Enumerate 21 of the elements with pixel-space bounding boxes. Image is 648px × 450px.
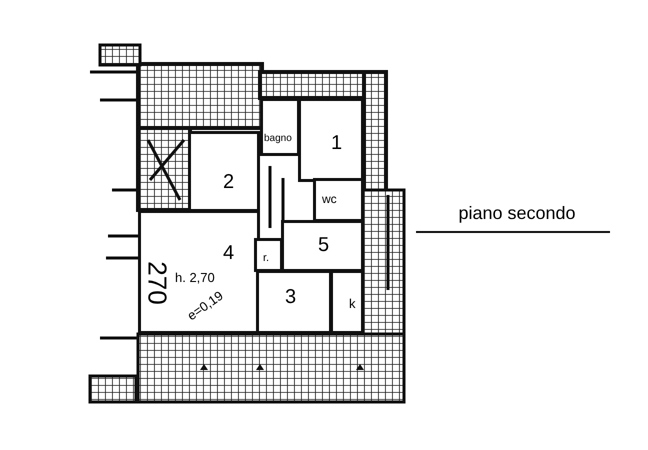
room-label: 3 [285,287,296,307]
room-label: 2 [223,172,234,192]
room-outline [281,220,364,272]
room-outline [330,270,364,334]
plan-title: piano secondo [458,202,576,225]
room-outline [313,178,364,222]
room-label: 5 [318,235,330,255]
room-outline [188,131,260,212]
room-outline [138,210,260,334]
handwritten-note: 270 [144,261,171,305]
room-outline [298,98,364,182]
room-label: k [349,297,356,310]
room-outline [254,238,283,272]
room-label: wc [322,193,337,205]
room-label: 1 [331,133,342,153]
room-label: r. [263,253,270,264]
room-outline [256,270,332,334]
room-outline [260,98,300,156]
room-label: bagno [264,134,292,144]
room-label: 4 [223,243,234,263]
room-note: h. 2,70 [175,271,215,284]
